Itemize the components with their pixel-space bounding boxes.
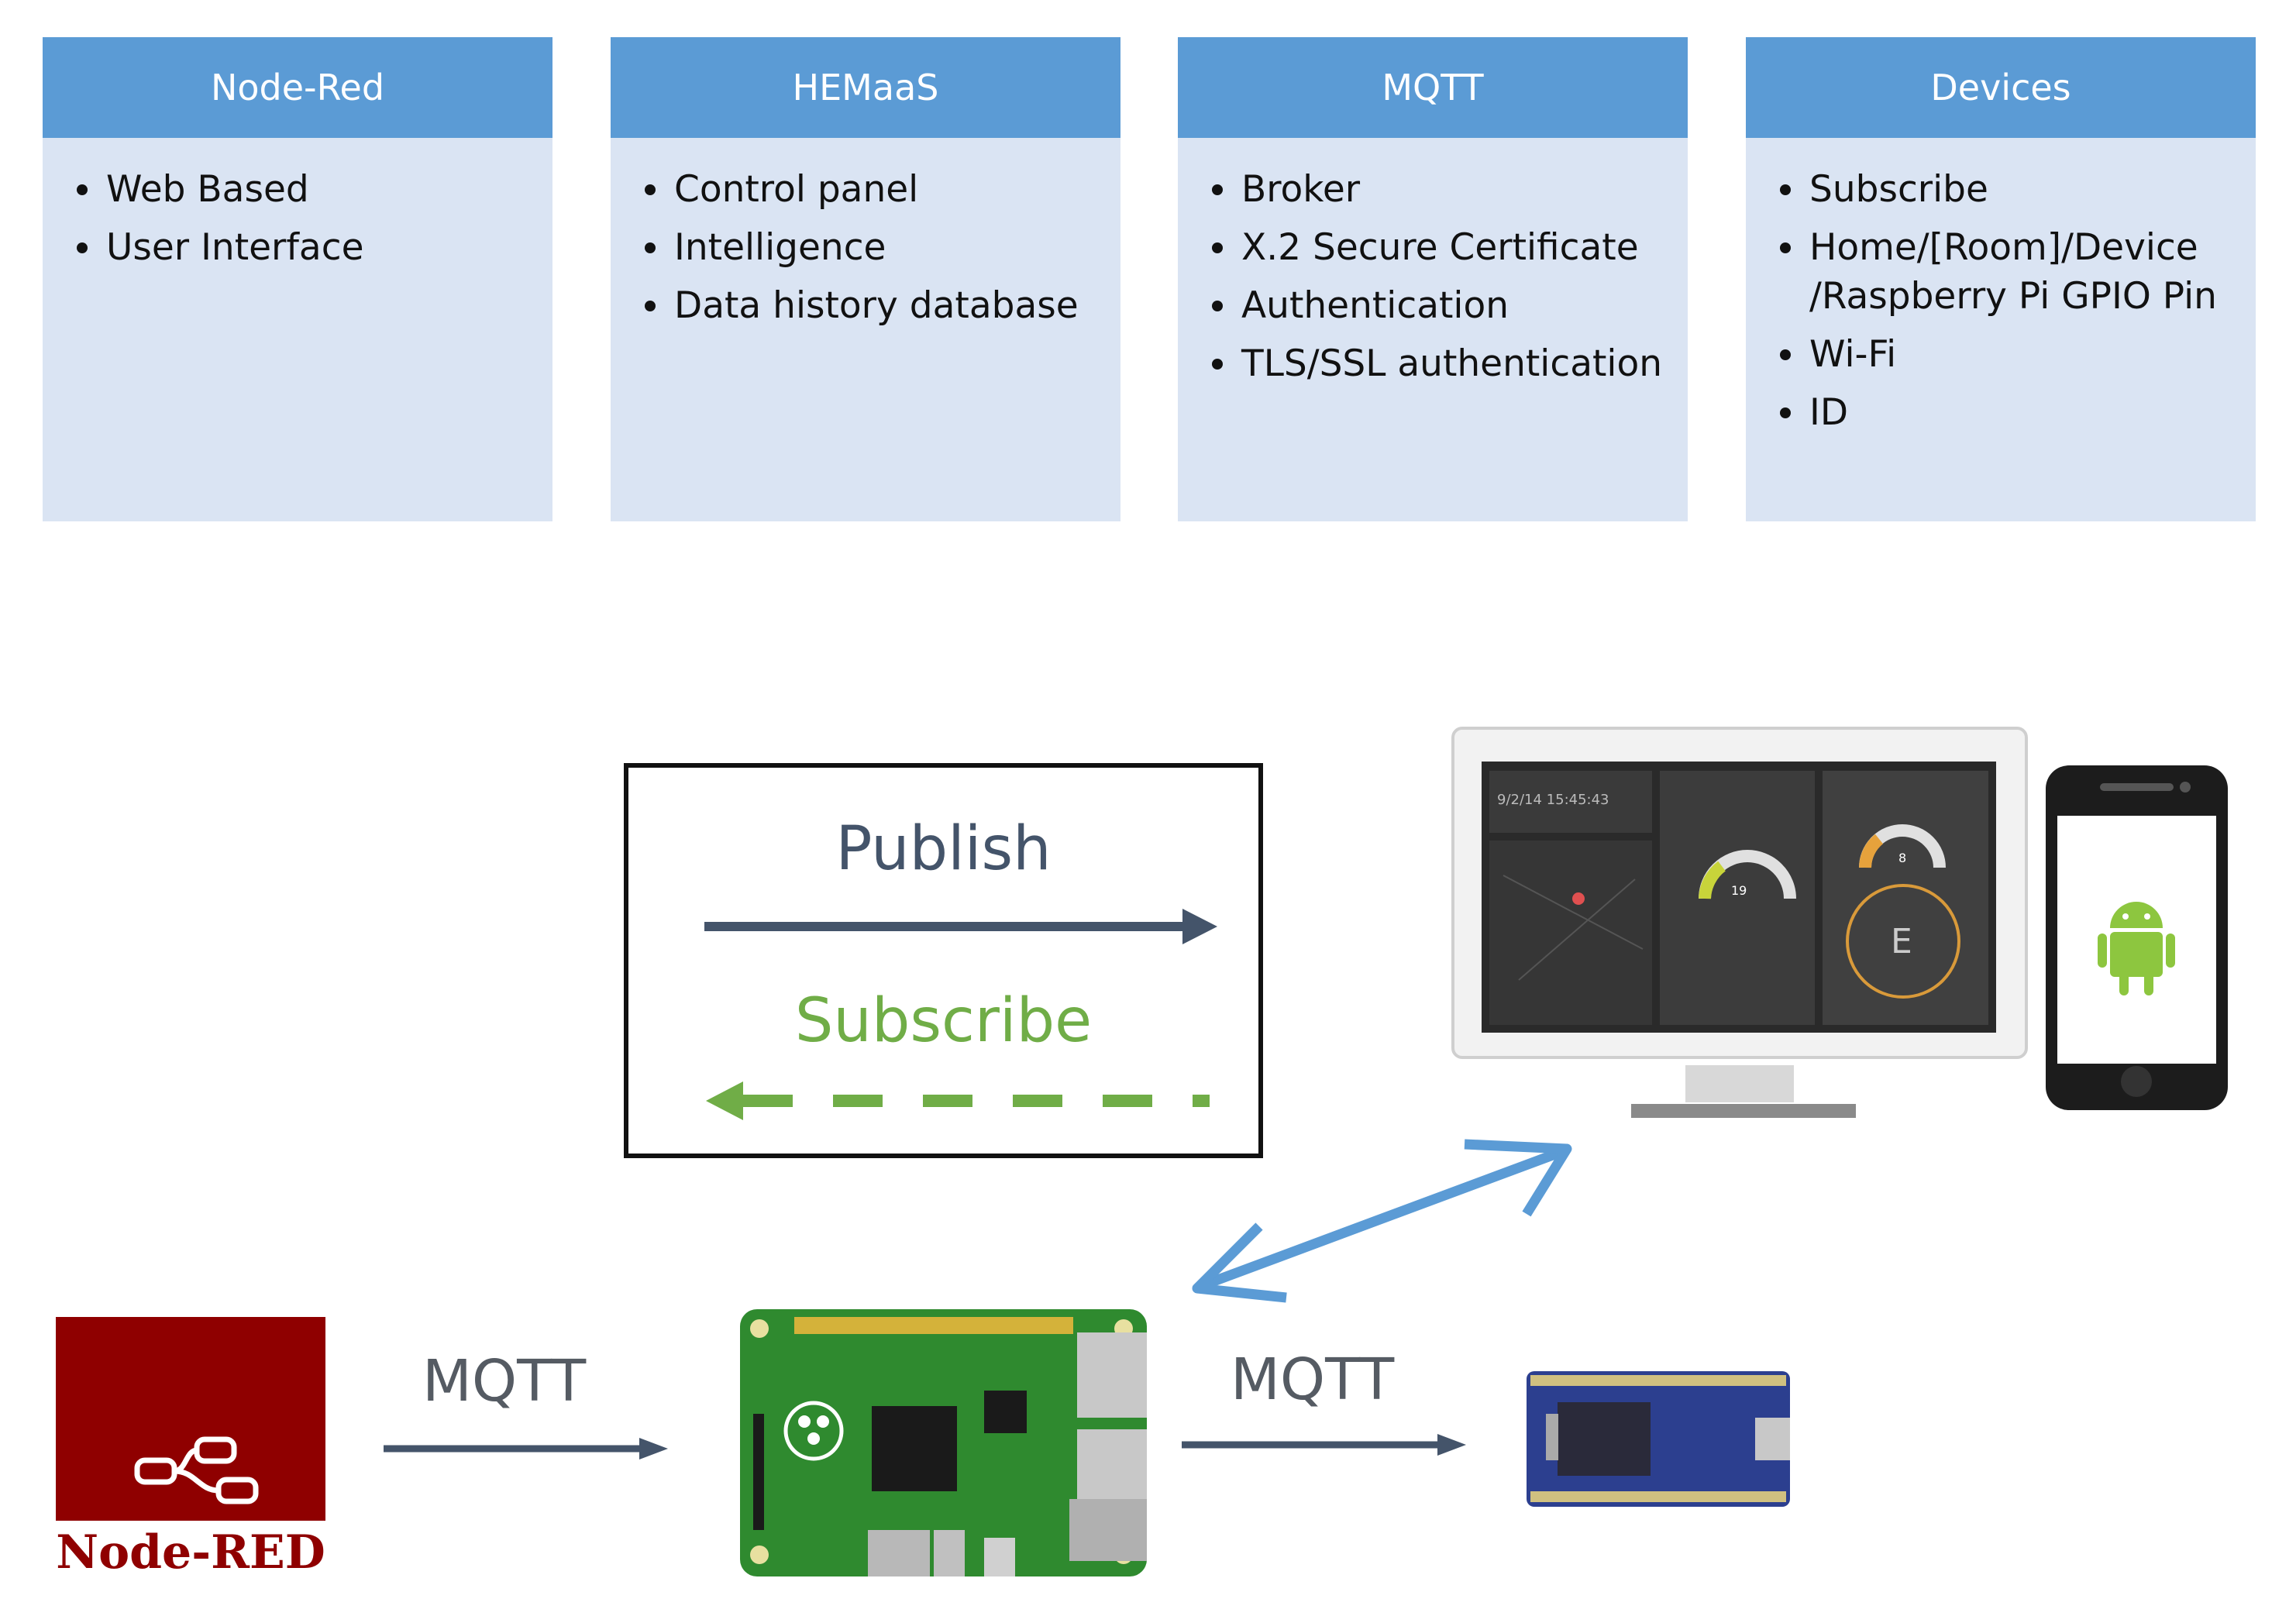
card-list: Web Based User Interface [43, 138, 552, 272]
list-item: X.2 Secure Certificate [1212, 223, 1688, 272]
list-item: Broker [1212, 165, 1688, 214]
list-item: Web Based [77, 165, 552, 214]
list-item: Home/[Room]/Device /Raspberry Pi GPIO Pi… [1780, 223, 2256, 321]
card-title: Node-Red [43, 37, 552, 138]
list-item: Authentication [1212, 281, 1688, 330]
node-red-logo-text: Node-RED [56, 1521, 325, 1584]
card-hemaas: HEMaaS Control panel Intelligence Data h… [611, 37, 1120, 521]
subscribe-label: Subscribe [794, 986, 1093, 1056]
card-list: Subscribe Home/[Room]/Device /Raspberry … [1746, 138, 2256, 437]
node-red-logo: Node-RED [56, 1317, 325, 1584]
list-item: TLS/SSL authentication [1212, 339, 1688, 388]
compass-label: E [1891, 922, 1912, 961]
bidirectional-arrow [1192, 1139, 1572, 1303]
list-item: ID [1780, 388, 2256, 437]
mqtt-arrow-left [384, 1438, 668, 1460]
list-item: Subscribe [1780, 165, 2256, 214]
mqtt-arrow-right [1182, 1434, 1466, 1456]
card-mqtt: MQTT Broker X.2 Secure Certificate Authe… [1178, 37, 1688, 521]
mqtt-label-right: MQTT [1231, 1346, 1395, 1413]
flow-nodes-icon [134, 1436, 259, 1504]
legend-box: Publish Subscribe [624, 763, 1263, 1158]
raspberry-pi-board [740, 1309, 1147, 1576]
card-list: Broker X.2 Secure Certificate Authentica… [1178, 138, 1688, 388]
mqtt-label-left: MQTT [422, 1348, 587, 1415]
list-item: Control panel [645, 165, 1120, 214]
card-devices: Devices Subscribe Home/[Room]/Device /Ra… [1746, 37, 2256, 521]
monitor-icon [1451, 727, 2028, 1118]
publish-label: Publish [835, 814, 1052, 884]
gauge-b-value: 8 [1898, 851, 1907, 865]
card-title: MQTT [1178, 37, 1688, 138]
list-item: Intelligence [645, 223, 1120, 272]
card-list: Control panel Intelligence Data history … [611, 138, 1120, 330]
publish-arrow [704, 909, 1217, 944]
subscribe-arrow [706, 1081, 1210, 1120]
list-item: User Interface [77, 223, 552, 272]
gauge-a-value: 19 [1731, 883, 1747, 898]
phone-icon [2046, 765, 2228, 1110]
card-title: HEMaaS [611, 37, 1120, 138]
card-title: Devices [1746, 37, 2256, 138]
list-item: Wi-Fi [1780, 330, 2256, 379]
list-item: Data history database [645, 281, 1120, 330]
dashboard-datetime: 9/2/14 15:45:43 [1497, 792, 1609, 808]
nodemcu-board [1527, 1371, 1790, 1507]
card-node-red: Node-Red Web Based User Interface [43, 37, 552, 521]
